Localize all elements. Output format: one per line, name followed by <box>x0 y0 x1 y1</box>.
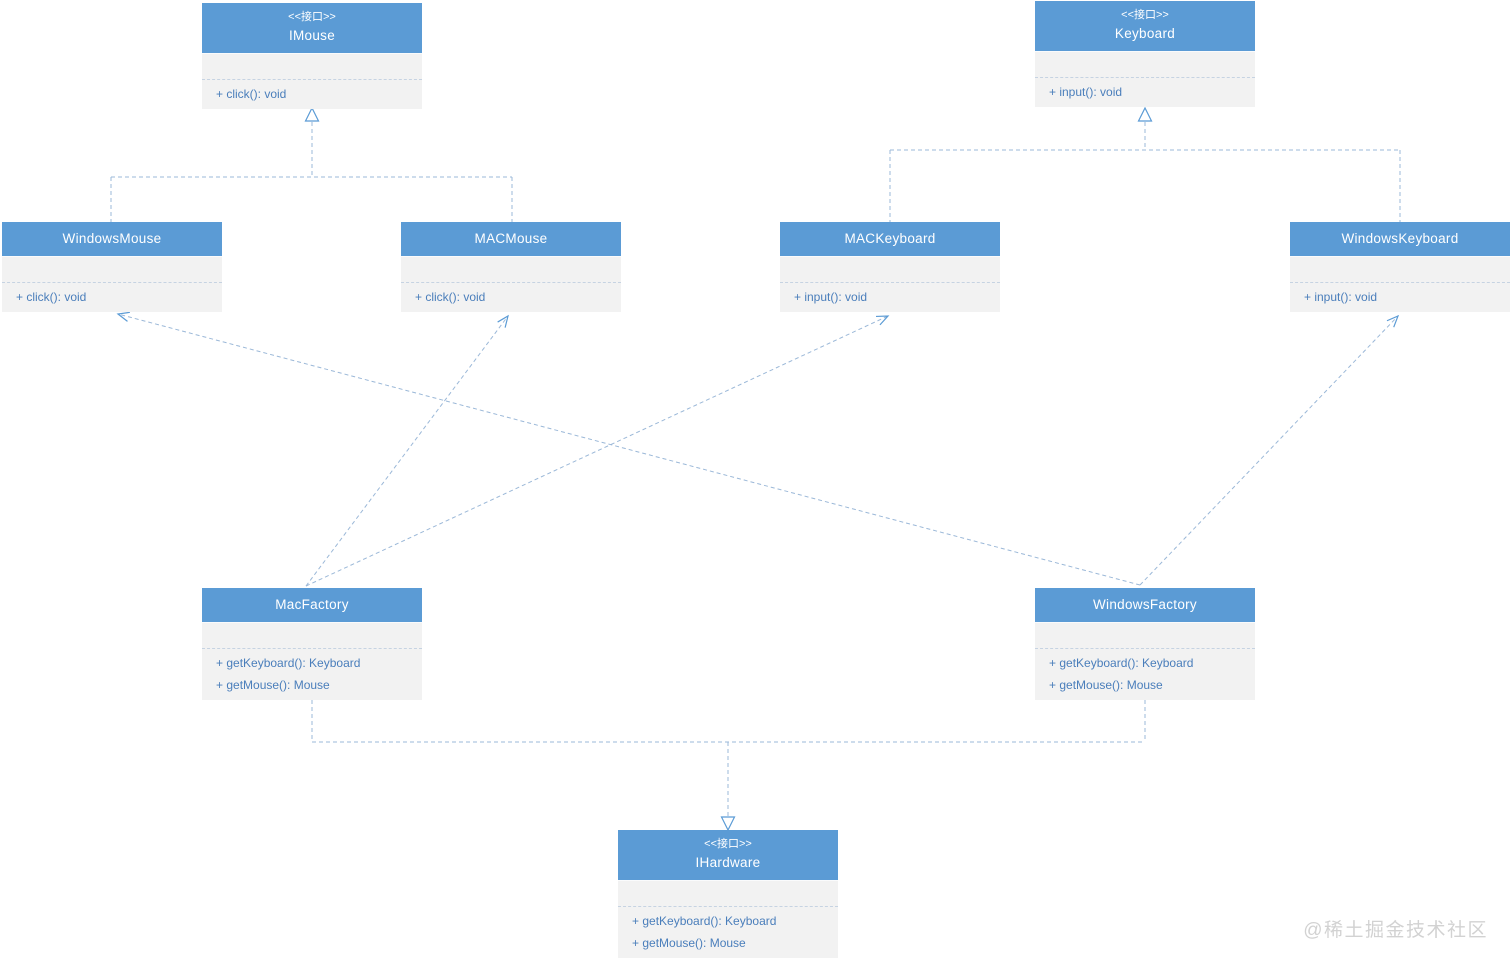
watermark-text: @稀土掘金技术社区 <box>1303 920 1488 941</box>
open-v-arrow-icon <box>1386 314 1400 328</box>
hollow-triangle-arrow-icon <box>304 106 320 122</box>
class-name-label: Keyboard <box>1114 26 1176 41</box>
dependency-edge-windowsfactory-windowsmouse <box>117 313 1141 586</box>
method-label: + input(): void <box>1304 290 1378 304</box>
class-box-macmouse[interactable]: MACMouse + click(): void <box>401 222 621 312</box>
class-header-windowskeyboard: WindowsKeyboard <box>1290 222 1510 256</box>
class-name-label: IMouse <box>288 28 336 43</box>
class-box-windowsfactory[interactable]: WindowsFactory+ getKeyboard(): Keyboard+… <box>1035 588 1255 700</box>
methods-section: + click(): void <box>202 80 422 109</box>
fields-section <box>780 256 1000 283</box>
class-name-label: MACKeyboard <box>844 231 936 246</box>
class-name-label: MACMouse <box>474 231 548 246</box>
fields-section <box>202 53 422 80</box>
fields-section <box>618 880 838 907</box>
fields-section <box>202 622 422 649</box>
method-label: + click(): void <box>415 290 486 304</box>
method-label: + getKeyboard(): Keyboard <box>1049 656 1194 670</box>
dependency-edge-windowsfactory-windowskeyboard <box>1139 315 1399 586</box>
class-header-keyboard: <<接口>> Keyboard <box>1035 1 1255 51</box>
class-box-imouse[interactable]: <<接口>> IMouse + click(): void <box>202 3 422 109</box>
method-label: + click(): void <box>216 87 287 101</box>
class-name-label: IHardware <box>695 855 761 870</box>
class-box-windowskeyboard[interactable]: WindowsKeyboard + input(): void <box>1290 222 1510 312</box>
methods-section: + click(): void <box>401 283 621 312</box>
methods-section: + getKeyboard(): Keyboard + getMouse(): M… <box>202 649 422 700</box>
class-box-windowsmouse[interactable]: WindowsMouse + click(): void <box>2 222 222 312</box>
method-label: + input(): void <box>1049 85 1123 99</box>
fields-section <box>2 256 222 283</box>
fields-section <box>401 256 621 283</box>
open-v-arrow-icon <box>116 311 130 322</box>
fields-section <box>1035 622 1255 649</box>
class-name-label: WindowsFactory <box>1093 597 1197 612</box>
class-box-macfactory[interactable]: MacFactory+ getKeyboard(): Keyboard+ get… <box>202 588 422 700</box>
stereotype-label: <<接口>> <box>1121 9 1169 21</box>
class-header-windowsfactory: WindowsFactory <box>1035 588 1255 622</box>
fields-section <box>1290 256 1510 283</box>
methods-section: + getKeyboard(): Keyboard + getMouse(): M… <box>618 907 838 958</box>
method-label: + getKeyboard(): Keyboard <box>632 914 777 928</box>
class-box-ihardware[interactable]: <<接口>> IHardware + getKeyboard(): Keyboard… <box>618 830 838 958</box>
method-label: + click(): void <box>16 290 87 304</box>
class-header-imouse: <<接口>> IMouse <box>202 3 422 53</box>
open-v-arrow-icon <box>875 315 890 326</box>
method-label: + getMouse(): Mouse <box>1049 678 1163 692</box>
method-label: + getMouse(): Mouse <box>216 678 330 692</box>
methods-section: + getKeyboard(): Keyboard + getMouse(): M… <box>1035 649 1255 700</box>
method-label: + getKeyboard(): Keyboard <box>216 656 361 670</box>
class-header-windowsmouse: WindowsMouse <box>2 222 222 256</box>
methods-section: + input(): void <box>1035 78 1255 107</box>
class-name-label: MacFactory <box>275 597 349 612</box>
method-label: + getMouse(): Mouse <box>632 936 746 950</box>
open-v-arrow-icon <box>497 314 509 328</box>
class-header-macmouse: MACMouse <box>401 222 621 256</box>
class-name-label: WindowsMouse <box>62 231 162 246</box>
class-header-ihardware: <<接口>> IHardware <box>618 830 838 880</box>
methods-section: + click(): void <box>2 283 222 312</box>
method-label: + input(): void <box>794 290 868 304</box>
class-box-mackeyboard[interactable]: MACKeyboard + input(): void <box>780 222 1000 312</box>
methods-section: + input(): void <box>1290 283 1510 312</box>
dependency-edge-macfactory-macmouse <box>305 315 509 587</box>
dependency-edge-macfactory-mackeyboard <box>305 315 889 587</box>
stereotype-label: <<接口>> <box>288 11 336 23</box>
class-box-keyboard[interactable]: <<接口>> Keyboard + input(): void <box>1035 1 1255 107</box>
methods-section: + input(): void <box>780 283 1000 312</box>
fields-section <box>1035 51 1255 78</box>
stereotype-label: <<接口>> <box>704 838 752 850</box>
hollow-triangle-arrow-icon <box>1137 106 1153 122</box>
class-name-label: WindowsKeyboard <box>1341 231 1459 246</box>
class-header-mackeyboard: MACKeyboard <box>780 222 1000 256</box>
hollow-triangle-arrow-icon <box>720 816 736 832</box>
class-header-macfactory: MacFactory <box>202 588 422 622</box>
